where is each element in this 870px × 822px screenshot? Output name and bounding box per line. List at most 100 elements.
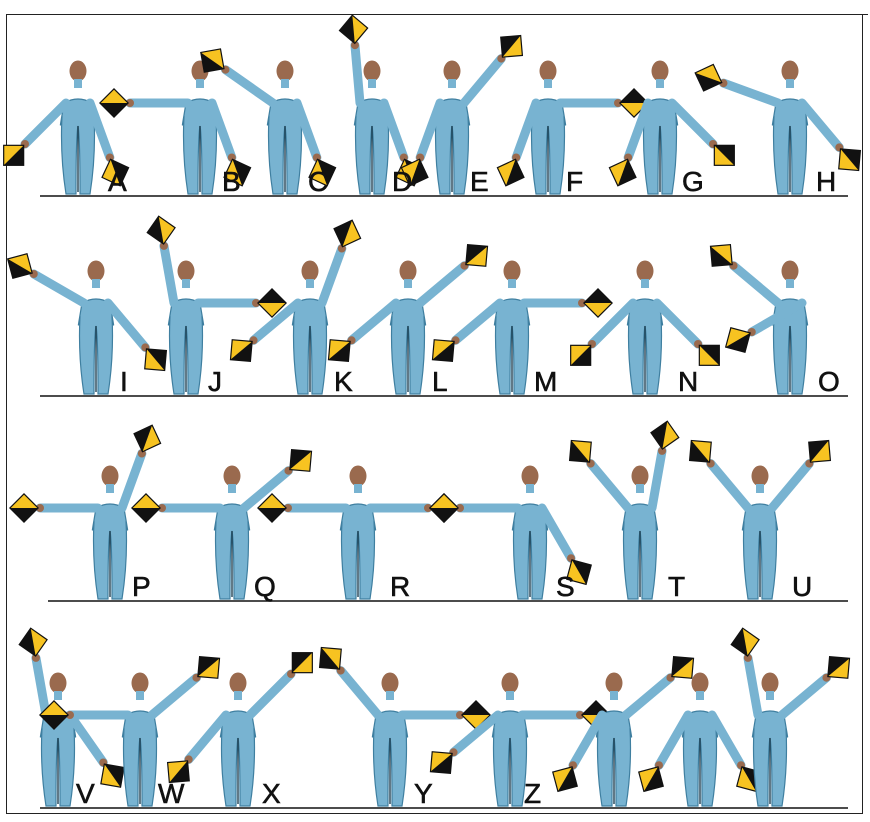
flag-right <box>501 35 523 57</box>
flag-right <box>584 289 612 317</box>
arm-left <box>748 658 758 715</box>
flag-right <box>672 657 694 679</box>
neck <box>766 691 774 700</box>
figure-p <box>36 449 146 599</box>
head <box>782 261 799 282</box>
head <box>444 61 461 82</box>
neck <box>448 79 456 88</box>
head <box>132 673 149 694</box>
arm-left <box>456 303 500 340</box>
head <box>502 673 519 694</box>
flag-left <box>571 345 591 365</box>
arm-left <box>164 246 174 303</box>
figure-l <box>348 261 469 395</box>
arm-right <box>672 103 713 144</box>
neck <box>182 279 190 288</box>
head <box>504 261 521 282</box>
flag-right <box>134 425 161 452</box>
flag-right <box>839 149 861 171</box>
head <box>70 61 87 82</box>
letter-x: X <box>262 780 281 808</box>
neck <box>636 484 644 493</box>
flag-left <box>339 15 367 43</box>
head <box>762 673 779 694</box>
arm-left <box>355 45 360 103</box>
head <box>606 673 623 694</box>
head <box>350 466 367 487</box>
flag-right <box>699 345 719 365</box>
flag-left <box>147 216 175 244</box>
neck <box>196 79 204 88</box>
letter-s: S <box>556 573 575 601</box>
neck <box>656 79 664 88</box>
head <box>382 673 399 694</box>
letter-p: P <box>132 573 151 601</box>
arm-right <box>772 464 809 508</box>
neck <box>506 691 514 700</box>
figure-y <box>337 667 464 806</box>
neck <box>786 79 794 88</box>
neck <box>610 691 618 700</box>
neck <box>508 279 516 288</box>
letter-j: J <box>208 368 222 396</box>
flag-left <box>710 245 732 267</box>
flag-left <box>100 89 128 117</box>
arm-left <box>723 83 778 103</box>
arm-left <box>225 70 273 103</box>
flag-left <box>553 767 577 791</box>
letter-r: R <box>390 573 410 601</box>
arm-right <box>250 674 291 715</box>
letter-e: E <box>470 168 489 196</box>
neck <box>281 79 289 88</box>
letter-n: N <box>678 368 698 396</box>
figure-e <box>416 55 505 194</box>
flag-left <box>201 49 224 72</box>
letter-g: G <box>682 168 704 196</box>
flag-right <box>101 764 124 787</box>
flag-right <box>714 145 734 165</box>
flag-left <box>639 767 663 791</box>
figure-i <box>30 261 150 395</box>
letter-i: I <box>120 368 128 396</box>
head <box>50 673 67 694</box>
figure-k <box>250 244 346 394</box>
head <box>400 261 417 282</box>
letter-u: U <box>792 573 812 601</box>
neck <box>74 79 82 88</box>
letter-a: A <box>108 168 127 196</box>
arm-right <box>152 678 196 715</box>
flag-left <box>430 752 452 774</box>
letter-w: W <box>158 780 184 808</box>
head <box>652 61 669 82</box>
arm-left <box>36 658 46 715</box>
letter-c: C <box>308 168 328 196</box>
flag-left <box>8 254 32 278</box>
letter-l: L <box>432 368 448 396</box>
flag-right <box>726 328 750 352</box>
letter-y: Y <box>414 780 433 808</box>
flag-right <box>809 440 831 462</box>
neck <box>641 279 649 288</box>
arm-right <box>420 266 464 303</box>
flag-left <box>230 340 252 362</box>
flag-right <box>198 657 220 679</box>
arm-right <box>782 678 826 715</box>
head <box>277 61 294 82</box>
neck <box>696 691 704 700</box>
letter-h: H <box>816 168 836 196</box>
figure-extra-3-7 <box>744 654 831 806</box>
arm-right <box>464 59 501 103</box>
flag-right <box>145 349 167 371</box>
head <box>637 261 654 282</box>
head <box>364 61 381 82</box>
arm-left <box>352 303 396 340</box>
arm-right <box>626 678 670 715</box>
flag-right <box>466 245 488 267</box>
neck <box>786 279 794 288</box>
figure-v <box>32 654 107 806</box>
arm-left <box>34 274 84 303</box>
flag-left <box>497 159 524 186</box>
arm-left <box>25 103 66 144</box>
arm-right <box>322 248 342 303</box>
